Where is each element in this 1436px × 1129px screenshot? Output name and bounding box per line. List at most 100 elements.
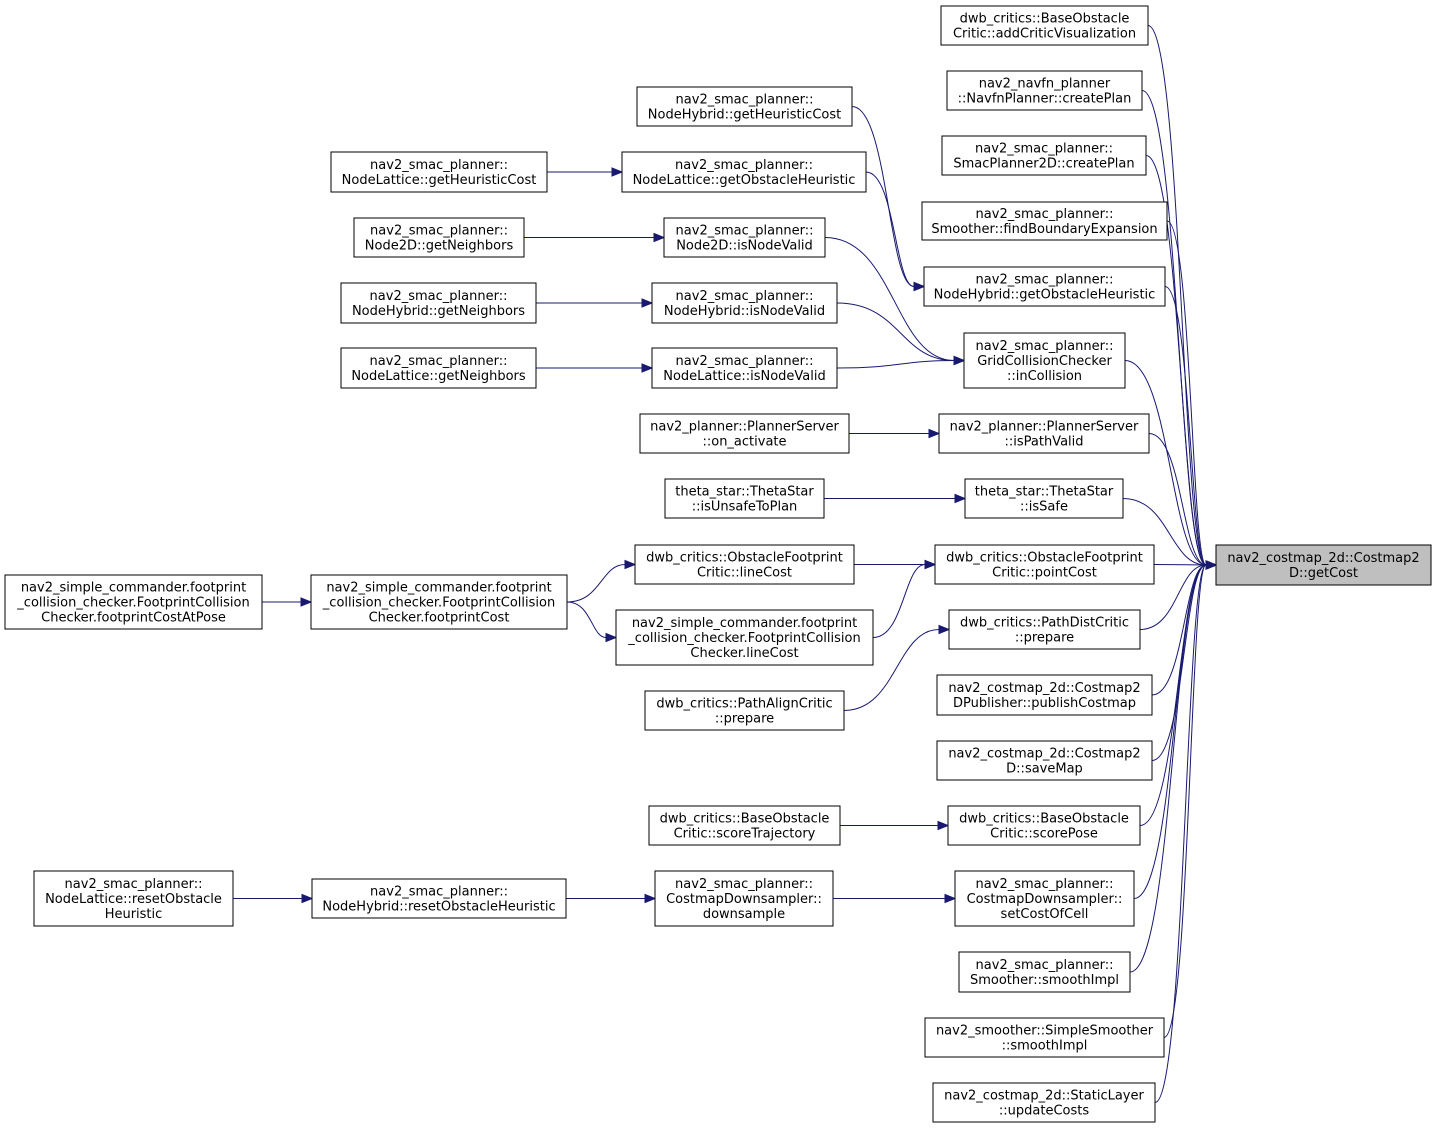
arrowhead <box>611 167 624 177</box>
function-node[interactable]: nav2_smac_planner::GridCollisionChecker:… <box>963 332 1126 389</box>
node-label-line: Smoother::smoothImpl <box>970 973 1119 988</box>
node-box <box>948 609 1141 650</box>
call-edge <box>523 232 666 243</box>
node-label-line: nav2_smac_planner:: <box>976 877 1114 892</box>
function-node[interactable]: dwb_critics::PathAlignCritic::prepare <box>644 690 845 731</box>
function-node[interactable]: nav2_simple_commander.footprint_collisio… <box>4 574 263 630</box>
node-label-line: NodeLattice::isNodeValid <box>663 369 826 384</box>
function-node[interactable]: nav2_costmap_2d::Costmap2DPublisher::pub… <box>936 674 1153 716</box>
function-node[interactable]: dwb_critics::ObstacleFootprintCritic::li… <box>634 544 855 585</box>
function-node[interactable]: dwb_critics::BaseObstacleCritic::addCrit… <box>940 5 1149 46</box>
function-node[interactable]: nav2_smac_planner::NodeLattice::getNeigh… <box>340 347 537 389</box>
function-node[interactable]: nav2_smac_planner::NodeHybrid::getObstac… <box>923 266 1166 307</box>
edge-line <box>566 601 607 638</box>
node-label-line: ::prepare <box>715 712 774 727</box>
node-label-line: NodeHybrid::isNodeValid <box>664 304 825 319</box>
node-label-line: nav2_smac_planner:: <box>370 224 508 239</box>
node-label-line: ::isSafe <box>1020 500 1068 515</box>
node-label-line: NodeHybrid::getNeighbors <box>352 304 525 319</box>
function-node[interactable]: nav2_smoother::SimpleSmoother::smoothImp… <box>924 1017 1165 1058</box>
node-box <box>963 332 1126 389</box>
function-node[interactable]: nav2_planner::PlannerServer::isPathValid <box>938 413 1150 454</box>
arrowhead <box>944 893 957 904</box>
node-label-line: nav2_smac_planner:: <box>370 158 508 173</box>
edge-line <box>1147 25 1207 566</box>
node-label-line: Checker.footprintCost <box>369 611 510 626</box>
node-label-line: dwb_critics::BaseObstacle <box>959 812 1129 827</box>
function-node[interactable]: nav2_smac_planner::NodeHybrid::getHeuris… <box>636 86 853 127</box>
node-label-line: Critic::addCriticVisualization <box>953 27 1136 42</box>
function-node[interactable]: nav2_smac_planner::NodeHybrid::isNodeVal… <box>651 282 838 324</box>
node-box <box>663 217 826 258</box>
node-box <box>639 413 850 454</box>
node-label-line: Heuristic <box>105 907 163 922</box>
node-label-line: nav2_smac_planner:: <box>676 354 814 369</box>
node-label-line: Node2D::isNodeValid <box>676 239 813 254</box>
node-box <box>941 135 1147 176</box>
node-box <box>340 347 537 389</box>
function-node[interactable]: dwb_critics::BaseObstacleCritic::scorePo… <box>947 805 1141 846</box>
call-edge <box>840 820 950 831</box>
edge-line <box>851 106 915 287</box>
arrowhead <box>641 298 654 308</box>
arrowhead <box>954 493 967 504</box>
node-label-line: Critic::pointCost <box>992 566 1097 581</box>
function-node[interactable]: nav2_smac_planner::NodeLattice::getHeuri… <box>330 151 548 193</box>
function-node[interactable]: nav2_smac_planner::Smoother::findBoundar… <box>921 201 1168 241</box>
call-edge <box>566 601 618 643</box>
node-label-line: Checker.lineCost <box>690 646 798 661</box>
arrowhead <box>301 893 314 904</box>
call-edge <box>1151 560 1218 696</box>
node-label-line: nav2_smac_planner:: <box>370 354 508 369</box>
node-label-line: ::NavfnPlanner::createPlan <box>958 92 1132 107</box>
function-node[interactable]: nav2_smac_planner::Node2D::isNodeValid <box>663 217 826 258</box>
call-edge <box>1124 360 1218 570</box>
function-node[interactable]: theta_star::ThetaStar::isUnsafeToPlan <box>664 478 825 519</box>
call-edge <box>1163 560 1218 1038</box>
function-node[interactable]: nav2_simple_commander.footprint_collisio… <box>615 609 874 666</box>
function-node[interactable]: nav2_smac_planner::NodeLattice::getObsta… <box>621 151 867 193</box>
function-node[interactable]: dwb_critics::ObstacleFootprintCritic::po… <box>934 544 1155 585</box>
node-label-line: DPublisher::publishCostmap <box>953 696 1136 711</box>
function-node[interactable]: dwb_critics::BaseObstacleCritic::scoreTr… <box>648 805 841 846</box>
node-label-line: ::inCollision <box>1007 369 1082 384</box>
call-edge <box>1166 220 1218 570</box>
node-label-line: ::smoothImpl <box>1002 1039 1088 1054</box>
node-label-line: nav2_navfn_planner <box>979 77 1111 92</box>
function-node[interactable]: nav2_smac_planner::NodeHybrid::getNeighb… <box>340 282 537 324</box>
function-nodes: nav2_costmap_2d::Costmap2D::getCostdwb_c… <box>4 5 1432 1123</box>
function-node[interactable]: nav2_smac_planner::NodeHybrid::resetObst… <box>311 878 567 919</box>
node-label-line: ::isUnsafeToPlan <box>692 500 798 515</box>
function-node[interactable]: nav2_planner::PlannerServer::on_activate <box>639 413 850 454</box>
arrowhead <box>924 559 937 570</box>
node-label-line: Smoother::findBoundaryExpansion <box>931 222 1157 237</box>
call-edge <box>566 559 637 603</box>
function-node[interactable]: nav2_costmap_2d::StaticLayer::updateCost… <box>932 1082 1156 1123</box>
edge-line <box>1129 564 1207 973</box>
function-node[interactable]: nav2_simple_commander.footprint_collisio… <box>310 574 568 630</box>
function-node[interactable]: dwb_critics::PathDistCritic::prepare <box>948 609 1141 650</box>
call-edge <box>232 893 314 904</box>
node-label-line: dwb_critics::BaseObstacle <box>960 12 1130 27</box>
node-label-line: NodeLattice::getObstacleHeuristic <box>633 173 856 188</box>
node-label-line: ::prepare <box>1015 631 1074 646</box>
function-node[interactable]: nav2_smac_planner::SmacPlanner2D::create… <box>941 135 1147 176</box>
node-label-line: nav2_smac_planner:: <box>976 207 1114 222</box>
function-node[interactable]: nav2_smac_planner::Smoother::smoothImpl <box>958 951 1131 993</box>
node-box <box>940 5 1149 46</box>
function-node[interactable]: theta_star::ThetaStar::isSafe <box>964 478 1124 519</box>
function-node[interactable]: nav2_smac_planner::NodeLattice::resetObs… <box>33 870 234 927</box>
node-label-line: ::isPathValid <box>1004 435 1083 450</box>
node-box <box>921 201 1168 241</box>
node-label-line: setCostOfCell <box>1001 907 1089 922</box>
function-node[interactable]: nav2_smac_planner::Node2D::getNeighbors <box>353 217 525 258</box>
function-node[interactable]: nav2_smac_planner::CostmapDownsampler::d… <box>654 870 834 927</box>
node-label-line: nav2_smac_planner:: <box>676 289 814 304</box>
function-node[interactable]: nav2_navfn_planner::NavfnPlanner::create… <box>946 70 1143 111</box>
node-box <box>353 217 525 258</box>
function-node[interactable]: nav2_smac_planner::NodeLattice::isNodeVa… <box>651 347 838 389</box>
function-node[interactable]: nav2_smac_planner::CostmapDownsampler::s… <box>954 870 1135 927</box>
